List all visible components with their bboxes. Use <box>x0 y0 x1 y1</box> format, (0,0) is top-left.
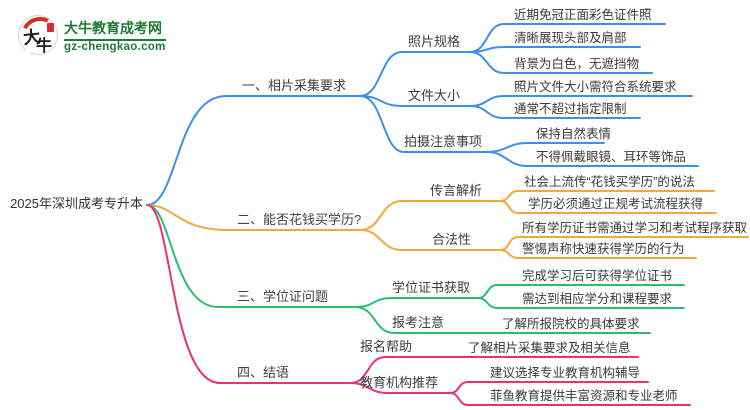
subtopic-label: 照片规格 <box>408 34 461 49</box>
subtopic-label: 报名帮助 <box>360 339 413 354</box>
logo-text-block: 大牛教育成考网 gz-chengkao.com <box>64 18 166 53</box>
leaf-label: 需达到相应学分和课程要求 <box>522 292 673 306</box>
site-logo: 大 牛 大牛教育成考网 gz-chengkao.com <box>16 12 166 61</box>
site-name: 大牛教育成考网 <box>64 18 166 41</box>
site-url: gz-chengkao.com <box>64 40 166 53</box>
subtopic-label: 教育机构推荐 <box>360 375 439 390</box>
leaf-label: 照片文件大小需符合系统要求 <box>514 80 677 94</box>
leaf-label: 近期免冠正面彩色证件照 <box>514 8 652 22</box>
branch-1-label: 一、相片采集要求 <box>242 78 347 93</box>
leaf-label: 了解相片采集要求及相关信息 <box>468 341 631 355</box>
leaf-label: 社会上流传“花钱买学历”的说法 <box>524 175 695 189</box>
logo-red-seal <box>47 23 54 32</box>
subtopic-label: 拍摄注意事项 <box>404 134 483 149</box>
leaf-label: 背景为白色，无遮挡物 <box>514 57 640 71</box>
leaf-label: 学历必须通过正规考试流程获得 <box>528 197 704 211</box>
leaf-label: 不得佩戴眼镜、耳环等饰品 <box>536 150 687 164</box>
branch-3-lines <box>146 204 685 334</box>
leaf-label: 完成学习后可获得学位证书 <box>522 269 673 283</box>
leaf-label: 了解所报院校的具体要求 <box>502 317 640 331</box>
leaf-label: 建议选择专业教育机构辅导 <box>490 366 641 380</box>
branch-3-label: 三、学位证问题 <box>237 289 329 304</box>
logo-bull-icon: 大 牛 <box>16 12 64 61</box>
subtopic-label: 学位证书获取 <box>392 280 471 295</box>
subtopic-label: 报考注意 <box>392 315 445 330</box>
branch-2-label: 二、能否花钱买学历? <box>237 212 362 227</box>
leaf-label: 清晰展现头部及肩部 <box>514 31 627 45</box>
branch-4-lines <box>146 204 691 406</box>
logo-char-niu: 牛 <box>36 36 53 55</box>
leaf-label: 警惕声称快速获得学历的行为 <box>522 242 685 256</box>
branch-1-lines <box>146 23 699 206</box>
branch-2-lines <box>146 190 749 259</box>
subtopic-label: 合法性 <box>432 232 472 247</box>
subtopic-label: 传言解析 <box>430 183 483 198</box>
leaf-label: 菲鱼教育提供丰富资源和专业老师 <box>490 389 678 403</box>
leaf-label: 保持自然表情 <box>536 127 612 141</box>
branch-4-label: 四、结语 <box>237 365 290 380</box>
root-node-label: 2025年深圳成考专升本 <box>10 196 143 211</box>
leaf-label: 通常不超过指定限制 <box>514 102 627 116</box>
subtopic-label: 文件大小 <box>408 88 461 103</box>
leaf-label: 所有学历证书需通过学习和考试程序获取 <box>522 221 748 235</box>
